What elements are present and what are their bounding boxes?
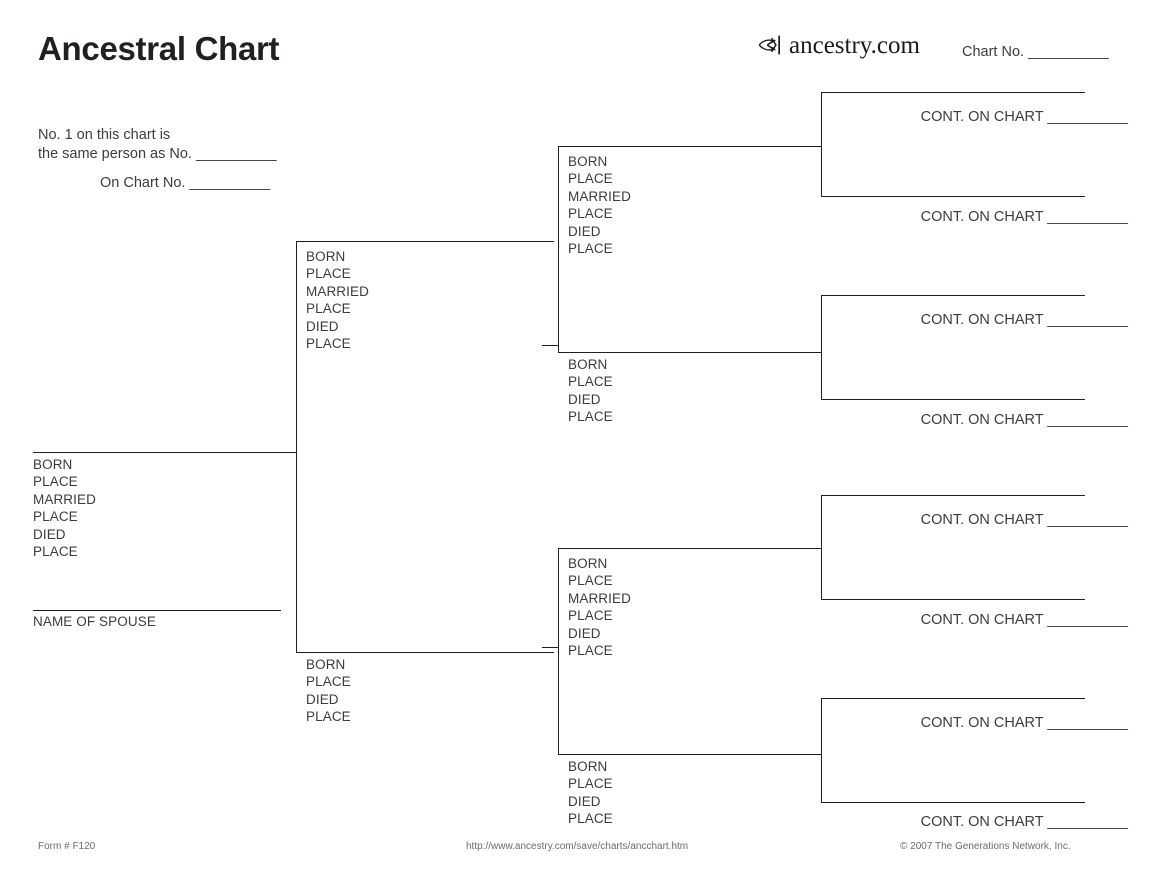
person1-field-born: BORN xyxy=(33,457,73,472)
gen4-gp3-name-line[interactable] xyxy=(821,295,1085,296)
gen4-gp8-cont-field[interactable]: CONT. ON CHART __________ xyxy=(920,814,1128,830)
gen2-father-field-place2: PLACE xyxy=(306,301,351,317)
gen4-gp5-cont-field[interactable]: CONT. ON CHART __________ xyxy=(920,512,1128,528)
gen3-mgm-field-died: DIED xyxy=(568,793,601,809)
gen3-pgm-field-born: BORN xyxy=(568,357,608,372)
gen2-father-field-died: DIED xyxy=(306,318,339,334)
gen4-gp2-name-line[interactable] xyxy=(821,196,1085,197)
gen4-gp1-cont-field[interactable]: CONT. ON CHART __________ xyxy=(920,109,1128,125)
gen3-mgf-field-born: BORN xyxy=(568,556,608,571)
gen4-b3-connector-bracket xyxy=(821,495,822,600)
gen4-b2-connector-bracket xyxy=(821,295,822,400)
gen3-pgm-name-line[interactable] xyxy=(558,352,818,353)
gen3-pgf-field-place1: PLACE xyxy=(568,171,613,187)
gen3-mgm-name-line[interactable] xyxy=(558,754,818,755)
gen3-pgf-fields: BORN PLACE MARRIED PLACE DIED PLACE xyxy=(568,153,631,257)
footer-url[interactable]: http://www.ancestry.com/save/charts/ancc… xyxy=(466,841,689,852)
gen2-mother-name-line[interactable] xyxy=(296,652,554,653)
gen4-b1-connector-stub xyxy=(805,146,822,147)
gen3-mgf-field-died: DIED xyxy=(568,625,601,641)
gen4-gp4-cont-field[interactable]: CONT. ON CHART __________ xyxy=(920,412,1128,428)
gen4-gp3-cont-field[interactable]: CONT. ON CHART __________ xyxy=(920,312,1128,328)
gen2-father-field-place1: PLACE xyxy=(306,266,351,282)
gen2-mother-field-place1: PLACE xyxy=(306,674,351,690)
person1-field-place1: PLACE xyxy=(33,474,78,490)
gen3-pgf-field-place3: PLACE xyxy=(568,241,613,257)
gen3-pgm-fields: BORN PLACE DIED PLACE xyxy=(568,356,613,426)
spouse-caption: NAME OF SPOUSE xyxy=(33,614,156,629)
gen3-upper-connector-stub xyxy=(542,345,559,346)
gen3-mgm-fields: BORN PLACE DIED PLACE xyxy=(568,758,613,828)
gen3-mgf-fields: BORN PLACE MARRIED PLACE DIED PLACE xyxy=(568,555,631,659)
gen3-pgm-field-died: DIED xyxy=(568,391,601,407)
gen3-pgf-field-died: DIED xyxy=(568,223,601,239)
gen3-mgf-field-married: MARRIED xyxy=(568,590,631,606)
gen2-mother-field-died: DIED xyxy=(306,691,339,707)
gen4-gp5-name-line[interactable] xyxy=(821,495,1085,496)
ancestry-logo: ancestry.com xyxy=(757,31,920,59)
person1-field-place2: PLACE xyxy=(33,509,78,525)
gen4-gp6-name-line[interactable] xyxy=(821,599,1085,600)
gen4-gp7-name-line[interactable] xyxy=(821,698,1085,699)
gen4-gp6-cont-field[interactable]: CONT. ON CHART __________ xyxy=(920,612,1128,628)
gen3-mgf-field-place1: PLACE xyxy=(568,573,613,589)
gen2-mother-field-place2: PLACE xyxy=(306,709,351,725)
gen4-gp1-name-line[interactable] xyxy=(821,92,1085,93)
gen4-b1-connector-bracket xyxy=(821,92,822,197)
person1-field-died: DIED xyxy=(33,526,66,542)
gen4-gp4-name-line[interactable] xyxy=(821,399,1085,400)
gen4-b4-connector-bracket xyxy=(821,698,822,803)
note-line-1: No. 1 on this chart is xyxy=(38,127,171,143)
gen2-father-fields: BORN PLACE MARRIED PLACE DIED PLACE xyxy=(306,248,369,352)
ancestry-leaf-logo-icon xyxy=(757,33,787,57)
gen3-pgf-field-place2: PLACE xyxy=(568,206,613,222)
gen4-gp8-name-line[interactable] xyxy=(821,802,1085,803)
chart-number-field[interactable]: Chart No. __________ xyxy=(962,44,1109,60)
gen3-pgf-field-born: BORN xyxy=(568,154,608,169)
gen2-connector-bracket xyxy=(296,241,297,653)
gen4-gp2-cont-field[interactable]: CONT. ON CHART __________ xyxy=(920,209,1128,225)
chart-cross-reference-note: No. 1 on this chart is the same person a… xyxy=(38,126,277,191)
gen3-upper-connector-bracket xyxy=(558,146,559,353)
gen3-mgf-field-place2: PLACE xyxy=(568,608,613,624)
gen2-mother-fields: BORN PLACE DIED PLACE xyxy=(306,656,351,726)
gen2-father-field-place3: PLACE xyxy=(306,336,351,352)
gen3-mgf-field-place3: PLACE xyxy=(568,643,613,659)
gen3-mgf-name-line[interactable] xyxy=(558,548,818,549)
same-person-as-no-field[interactable]: the same person as No. __________ xyxy=(38,146,277,162)
gen4-b3-connector-stub xyxy=(805,548,822,549)
ancestry-logo-text: ancestry.com xyxy=(789,31,920,59)
gen2-mother-field-born: BORN xyxy=(306,657,346,672)
on-chart-no-field[interactable]: On Chart No. __________ xyxy=(100,175,271,191)
person1-field-married: MARRIED xyxy=(33,491,96,507)
gen3-lower-connector-bracket xyxy=(558,548,559,755)
gen3-mgm-field-place1: PLACE xyxy=(568,776,613,792)
gen3-pgf-name-line[interactable] xyxy=(558,146,818,147)
gen2-connector-stub xyxy=(281,452,297,453)
gen2-father-name-line[interactable] xyxy=(296,241,554,242)
page-title: Ancestral Chart xyxy=(38,30,280,67)
person1-field-place3: PLACE xyxy=(33,544,78,560)
gen3-lower-connector-stub xyxy=(542,647,559,648)
gen4-b4-connector-stub xyxy=(805,754,822,755)
footer-form-number: Form # F120 xyxy=(38,841,96,852)
person1-fields: BORN PLACE MARRIED PLACE DIED PLACE xyxy=(33,456,96,560)
gen3-pgm-field-place1: PLACE xyxy=(568,374,613,390)
footer-copyright: © 2007 The Generations Network, Inc. xyxy=(900,841,1071,852)
gen3-mgm-field-born: BORN xyxy=(568,759,608,774)
gen3-pgf-field-married: MARRIED xyxy=(568,188,631,204)
gen2-father-field-born: BORN xyxy=(306,249,346,264)
gen3-mgm-field-place2: PLACE xyxy=(568,811,613,827)
person1-name-line[interactable] xyxy=(33,452,281,453)
gen4-gp7-cont-field[interactable]: CONT. ON CHART __________ xyxy=(920,715,1128,731)
gen2-father-field-married: MARRIED xyxy=(306,283,369,299)
spouse-name-line[interactable] xyxy=(33,610,281,611)
gen4-b2-connector-stub xyxy=(805,352,822,353)
gen3-pgm-field-place2: PLACE xyxy=(568,409,613,425)
